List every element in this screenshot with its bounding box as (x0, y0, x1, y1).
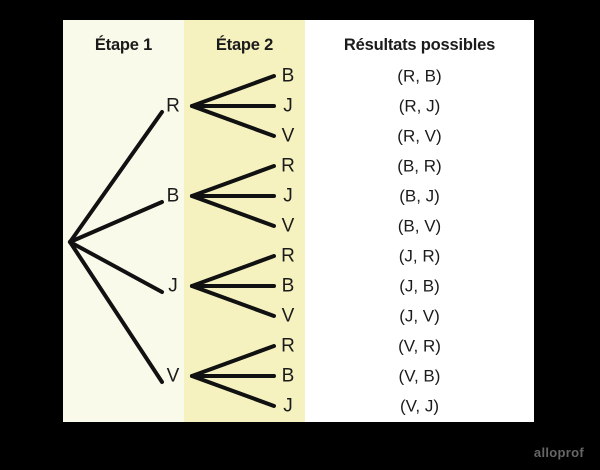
stage2-node-8: V (281, 305, 295, 327)
result-row: (R, V) (397, 126, 442, 146)
probability-tree-edges (68, 74, 276, 408)
edge-R-B (190, 74, 276, 108)
stage1-node-2: J (168, 275, 178, 297)
edge-root-R (68, 110, 164, 244)
column-header-stage2: Étape 2 (215, 36, 274, 54)
edge-B-R (190, 164, 276, 198)
stage2-node-2: V (281, 125, 295, 147)
stage1-node-3: V (166, 365, 180, 387)
stage2-node-11: J (283, 395, 293, 417)
result-row: (B, V) (397, 216, 442, 236)
stage1-edges (68, 110, 164, 384)
edge-B-V (190, 194, 276, 228)
stage2-edges (190, 74, 276, 408)
stage1-node-0: R (166, 95, 180, 117)
stage2-node-6: R (281, 245, 295, 267)
stage2-node-3: R (281, 155, 295, 177)
stage2-node-0: B (281, 65, 295, 87)
edge-R-V (190, 104, 276, 138)
column-header-stage1: Étape 1 (94, 36, 153, 54)
stage2-node-1: J (283, 95, 293, 117)
result-row: (B, R) (397, 156, 442, 176)
stage2-node-9: R (281, 335, 295, 357)
result-row: (B, J) (399, 186, 440, 206)
tree-diagram-card: Étape 1 Étape 2 Résultats possibles (63, 20, 534, 422)
stage2-node-4: J (283, 185, 293, 207)
edge-J-V (190, 284, 276, 318)
result-row: (J, B) (399, 276, 440, 296)
edge-root-V (68, 240, 164, 384)
stage2-node-7: B (281, 275, 295, 297)
edge-root-J (68, 240, 164, 294)
alloprof-watermark: alloprof (533, 445, 584, 460)
result-row: (J, V) (399, 306, 440, 326)
edge-V-J (190, 374, 276, 408)
edge-root-B (68, 200, 164, 244)
result-row: (J, R) (398, 246, 441, 266)
result-row: (R, B) (397, 66, 442, 86)
result-row: (V, B) (398, 366, 441, 386)
result-row: (V, R) (398, 336, 441, 356)
edge-V-R (190, 344, 276, 378)
stage2-node-10: B (281, 365, 295, 387)
column-header-results: Résultats possibles (343, 36, 496, 54)
result-row: (V, J) (399, 396, 440, 416)
stage2-node-5: V (281, 215, 295, 237)
stage1-node-1: B (166, 185, 180, 207)
result-row: (R, J) (398, 96, 441, 116)
edge-J-R (190, 254, 276, 288)
